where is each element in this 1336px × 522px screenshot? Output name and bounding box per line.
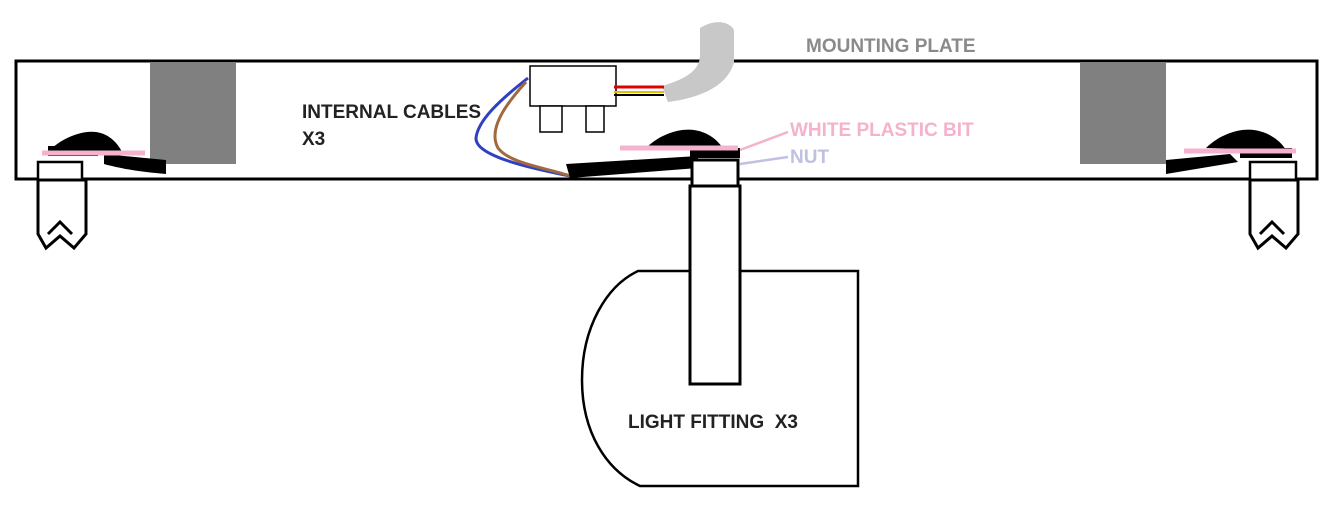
light-fitting-stem: [688, 184, 742, 386]
internal-cable-blue: [474, 76, 571, 178]
white-plastic-leader: [739, 130, 789, 152]
connector-pin-right: [585, 105, 605, 133]
left-gray-block: [150, 62, 236, 164]
internal-cables-label: INTERNAL CABLES: [302, 102, 481, 123]
internal-cables-count: X3: [302, 129, 325, 150]
right-gray-block: [1080, 62, 1166, 164]
mounting-plate-label: MOUNTING PLATE: [806, 36, 976, 57]
light-fitting-label: LIGHT FITTING X3: [628, 412, 798, 433]
white-plastic-bit-label: WHITE PLASTIC BIT: [790, 120, 974, 141]
nut-leader: [739, 155, 789, 166]
flex-cable: [662, 22, 734, 103]
internal-cable-brown: [493, 80, 571, 178]
right-fixing: [1166, 129, 1300, 251]
left-fixing: [36, 131, 166, 251]
connector-pin-left: [539, 105, 563, 133]
nut-label: NUT: [790, 147, 829, 168]
connector-block: [529, 65, 617, 107]
